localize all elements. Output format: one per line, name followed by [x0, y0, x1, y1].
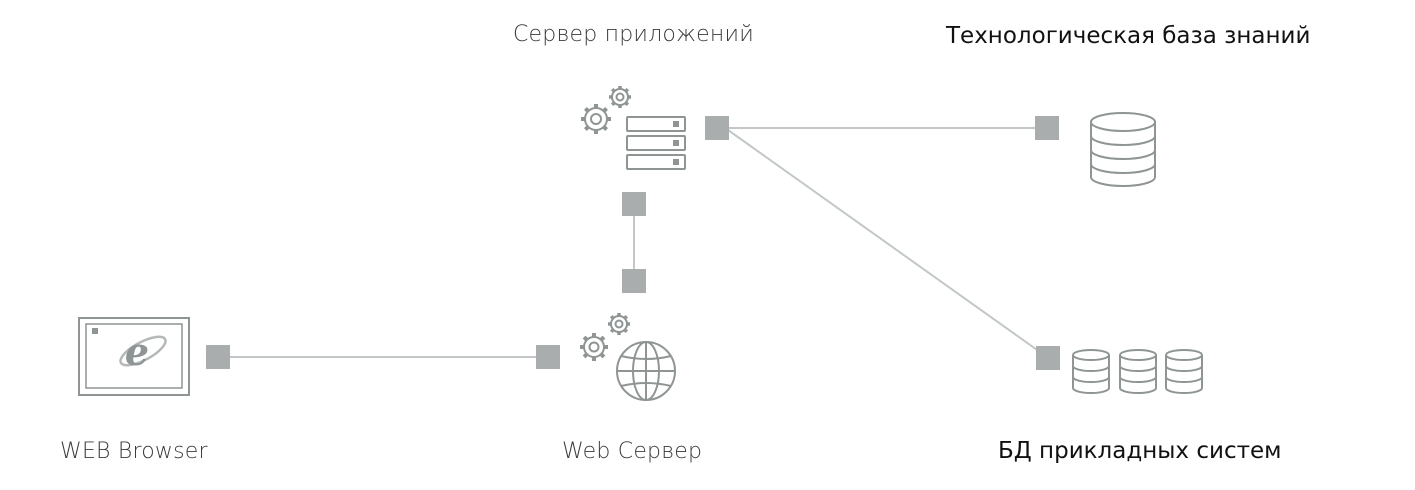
app-systems-db-label: БД прикладных систем	[998, 438, 1282, 464]
connector-webserver-top	[622, 269, 646, 293]
app-server-icon	[581, 86, 686, 170]
gear-icon	[581, 104, 611, 134]
database-icon	[1072, 349, 1110, 394]
internet-explorer-icon: e	[119, 329, 167, 374]
connector-appserver-bottom	[622, 192, 646, 216]
connector-appdb-left	[1036, 346, 1060, 370]
web-server-label: Web Сервер	[562, 439, 703, 464]
app-server-label: Сервер приложений	[513, 22, 754, 47]
database-icon	[1165, 349, 1203, 394]
browser-glyph: e	[125, 329, 149, 374]
connector-webserver-left	[536, 345, 560, 369]
gear-small-icon	[609, 86, 631, 108]
knowledge-base-database-icon	[1090, 112, 1156, 187]
connector-techdb-left	[1035, 116, 1059, 140]
connector-appserver-right	[705, 116, 729, 140]
tech-knowledge-base-label: Технологическая база знаний	[946, 23, 1311, 49]
web-server-icon	[580, 313, 676, 401]
gear-icon	[580, 333, 608, 361]
web-browser-label: WEB Browser	[60, 439, 208, 464]
line-appserver-appdb	[727, 129, 1041, 353]
server-rack-icon	[626, 116, 686, 170]
database-icon	[1119, 349, 1157, 394]
connection-lines	[229, 127, 1041, 358]
connectors	[206, 116, 1060, 370]
web-browser-icon: e	[78, 317, 190, 396]
app-systems-databases-icon	[1072, 349, 1203, 394]
gear-small-icon	[608, 313, 630, 335]
globe-icon	[616, 341, 676, 401]
connector-browser-right	[206, 345, 230, 369]
